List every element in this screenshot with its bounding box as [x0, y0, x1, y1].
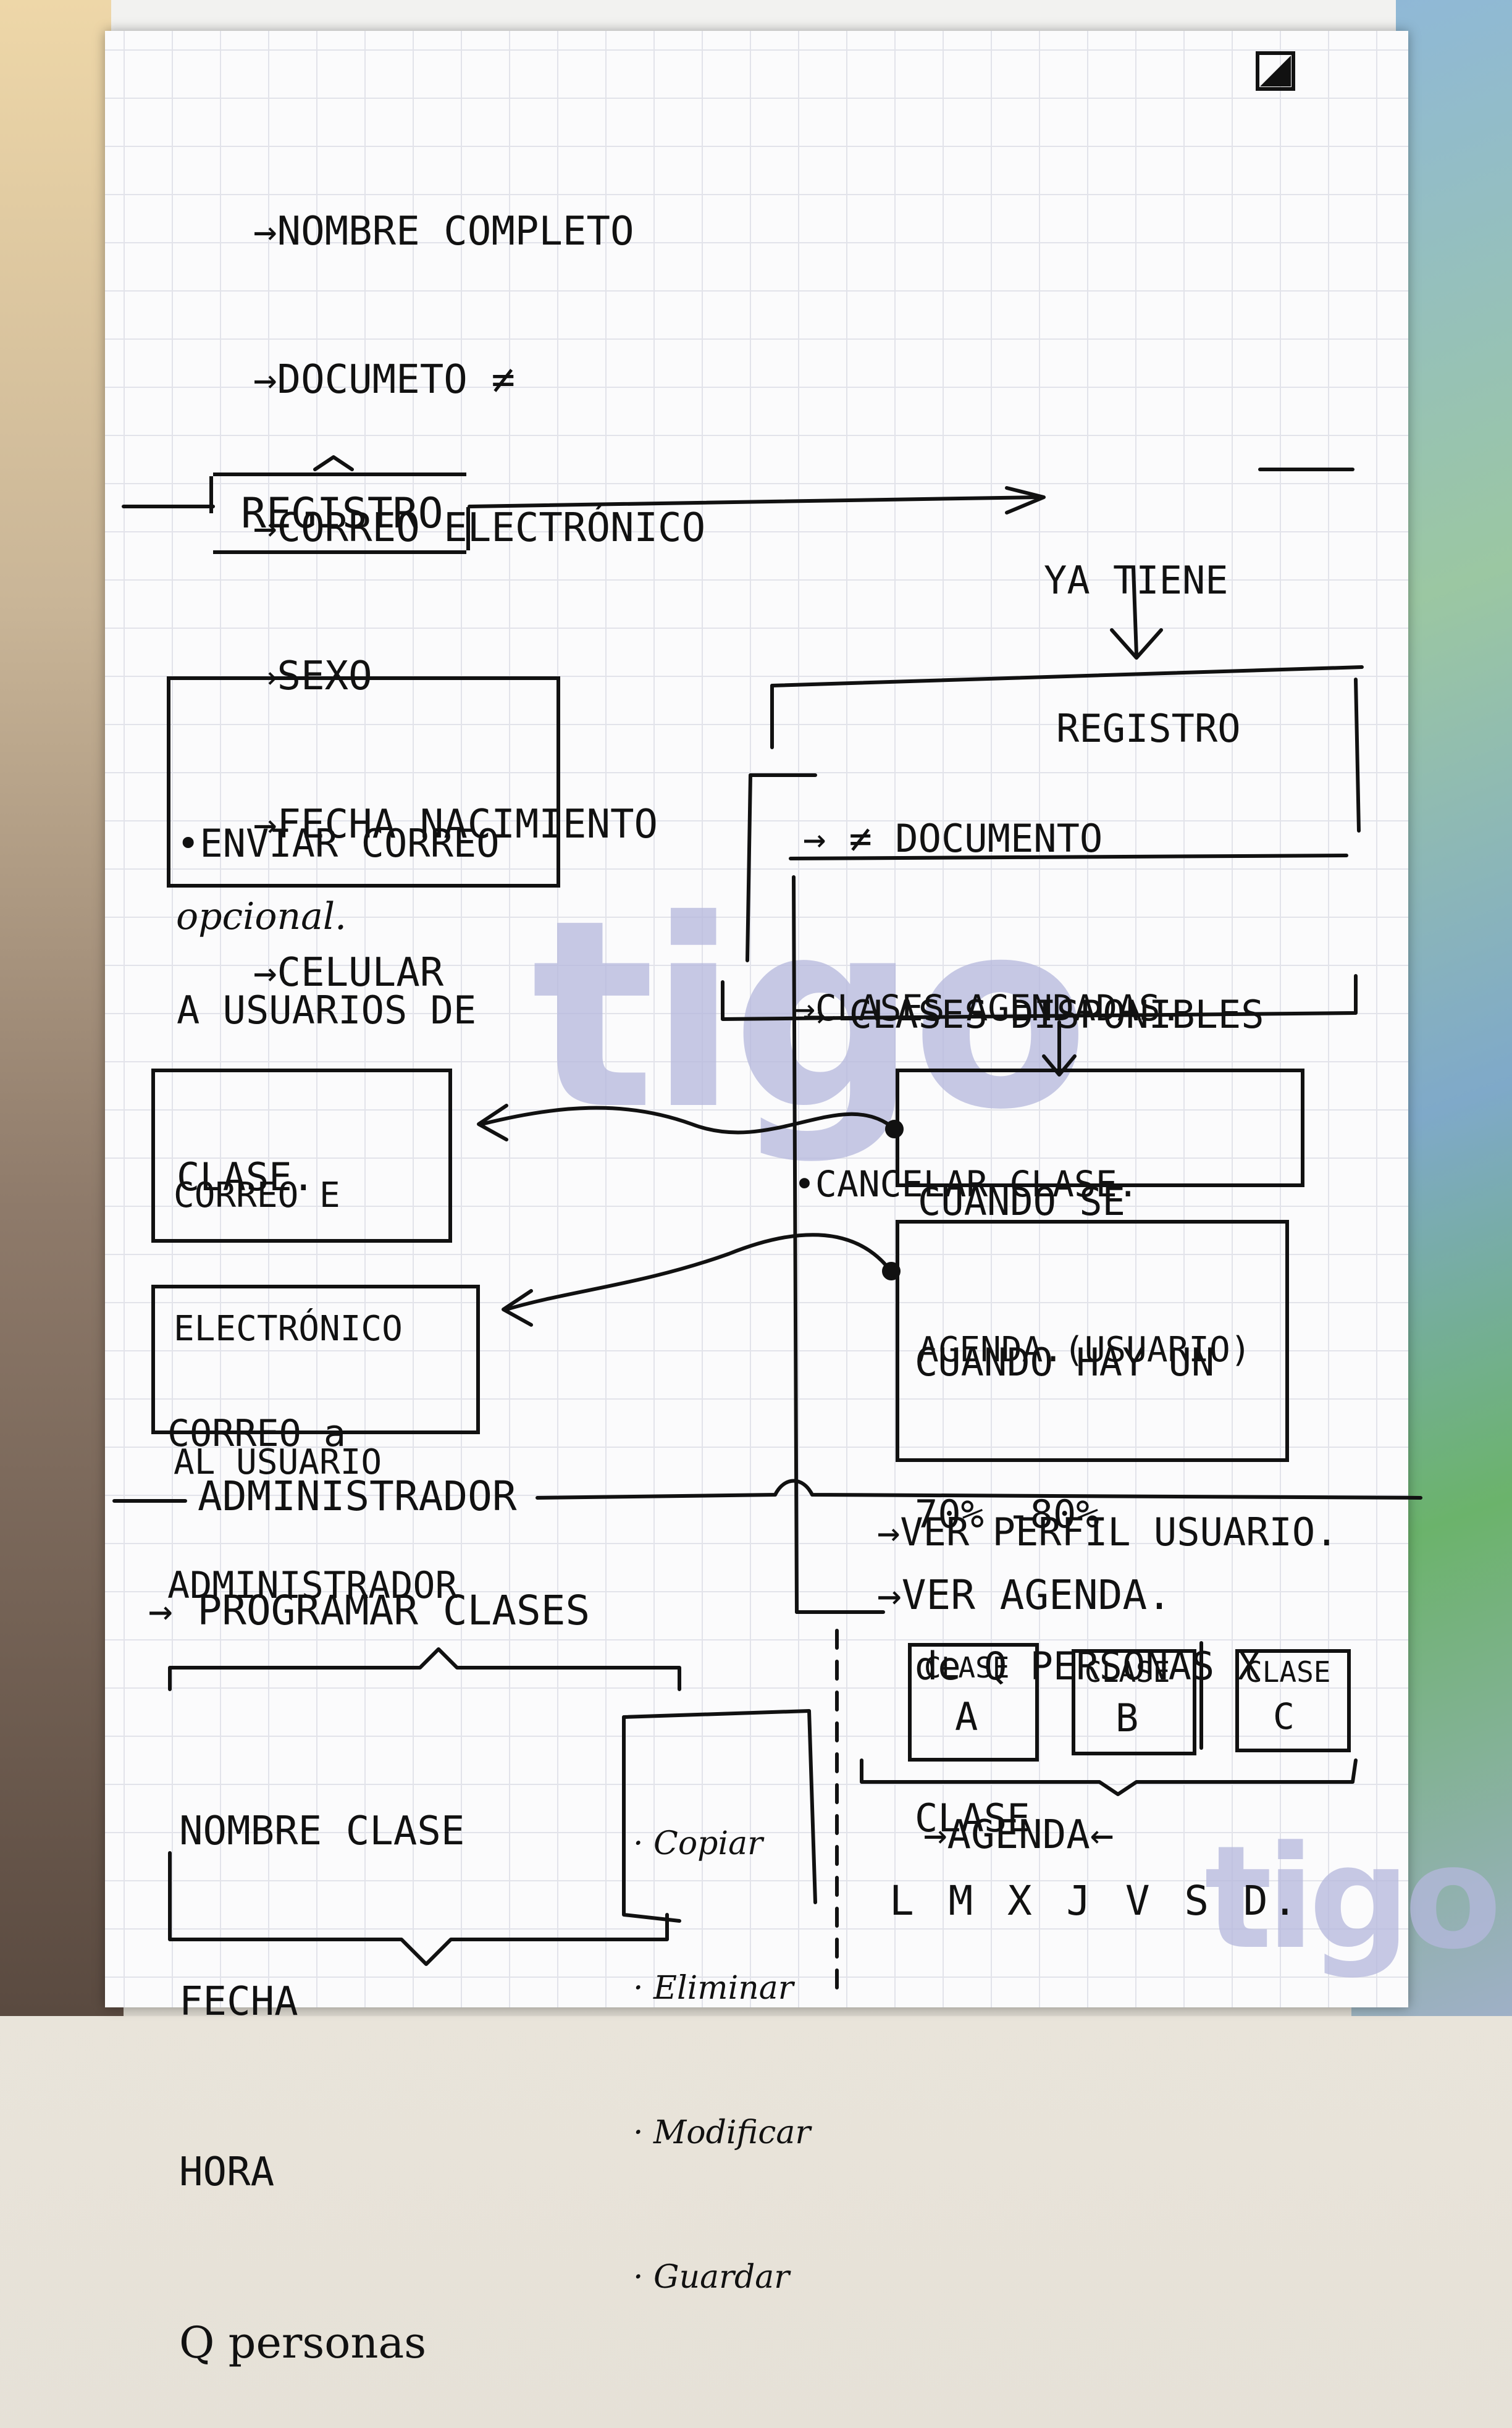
- action-eliminar[interactable]: · Eliminar: [633, 1970, 794, 2007]
- cuando-hay-line4: CLASE: [915, 1796, 1030, 1841]
- action-copiar[interactable]: · Copiar: [633, 1825, 763, 1862]
- cuando-hay-box: CUANDO HAY UN 70% -80% de Q PERSONAS X C…: [896, 1220, 1289, 1841]
- user-menu-items: → ≠ DOCUMENTO → CLASES DISPONIBLES: [803, 692, 1264, 1103]
- watermark-corner: tigo: [1204, 1816, 1502, 1981]
- field-hora-clase[interactable]: HORA: [179, 2149, 275, 2195]
- correo-usuario-line3: AL USUARIO: [174, 1442, 382, 1482]
- enviar-line2: A USUARIOS DE: [177, 988, 477, 1033]
- agenda-label: →AGENDA←: [923, 1812, 1114, 1858]
- field-documento: →DOCUMETO ≠: [253, 357, 515, 403]
- clase-c-box[interactable]: CLASE C: [1235, 1649, 1351, 1752]
- correo-usuario-box: CORREO E ELECTRÓNICO AL USUARIO: [151, 1069, 452, 1482]
- item-clases-disponibles[interactable]: → CLASES DISPONIBLES: [803, 992, 1264, 1037]
- clase-a-label: CLASE: [924, 1651, 1010, 1684]
- enviar-correo-text: •ENVIAR CORREO A USUARIOS DE CLASE.: [177, 705, 500, 1316]
- cuando-agenda-line2: AGENDA.(USUARIO): [918, 1330, 1251, 1370]
- cuando-hay-line1: CUANDO HAY UN: [915, 1340, 1215, 1385]
- item-documento[interactable]: → ≠ DOCUMENTO: [803, 816, 1103, 861]
- correo-admin-line2: ADMINISTRADOR: [167, 1564, 458, 1607]
- programar-fields: NOMBRE CLASE FECHA HORA Q personas: [179, 1689, 464, 2428]
- field-nombre-clase[interactable]: NOMBRE CLASE: [179, 1808, 465, 1854]
- programar-actions: · Copiar · Eliminar · Modificar · Guarda…: [633, 1723, 810, 2350]
- field-fecha-clase[interactable]: FECHA: [179, 1979, 298, 2025]
- enviar-correo-box: •ENVIAR CORREO A USUARIOS DE CLASE.: [167, 676, 560, 1199]
- correo-admin-line1: CORREO a: [167, 1412, 346, 1455]
- field-celular: →CELULAR: [253, 950, 444, 996]
- action-guardar[interactable]: · Guardar: [633, 2259, 790, 2296]
- correo-usuario-line2: ELECTRÓNICO: [174, 1309, 403, 1349]
- programar-clases-title[interactable]: → PROGRAMAR CLASES: [148, 1587, 590, 1634]
- enviar-line3: CLASE.: [177, 1154, 315, 1199]
- clase-b-letter: B: [1115, 1695, 1139, 1741]
- ya-tiene-line2: REGISTRO: [1056, 706, 1241, 751]
- correo-admin-box: CORREO a ADMINISTRADOR: [151, 1285, 480, 1607]
- ya-tiene-line1: YA TIENE: [1044, 558, 1228, 603]
- action-modificar[interactable]: · Modificar: [633, 2114, 811, 2151]
- registro-box[interactable]: REGISTRO: [209, 473, 470, 554]
- field-correo: →CORREO ELECTRÓNICO: [253, 505, 706, 551]
- clase-c-letter: C: [1273, 1695, 1295, 1737]
- cuando-agenda-text: CUANDO SE AGENDA.(USUARIO): [918, 1078, 1251, 1474]
- cuando-hay-line2: 70% -80%: [915, 1492, 1099, 1537]
- clase-a-box[interactable]: CLASE A: [908, 1643, 1039, 1762]
- registration-fields-list: →NOMBRE COMPLETO →DOCUMETO ≠ →CORREO ELE…: [253, 108, 705, 1047]
- opcional-note: opcional.: [176, 895, 347, 938]
- ver-agenda[interactable]: →VER AGENDA.: [877, 1571, 1172, 1619]
- registro-label: REGISTRO: [241, 489, 443, 538]
- cuando-agenda-line1: CUANDO SE: [918, 1179, 1125, 1224]
- clase-a-letter: A: [955, 1694, 978, 1739]
- administrador-label: ADMINISTRADOR: [198, 1472, 517, 1520]
- item-clases-agendadas[interactable]: →CLASES AGENDADAS.: [794, 987, 1182, 1029]
- agenda-days[interactable]: L M X J V S D.: [889, 1877, 1303, 1925]
- clase-b-label: CLASE: [1085, 1655, 1170, 1689]
- field-fecha: →FECHA NACIMIENTO: [253, 802, 658, 847]
- correo-admin-text: CORREO a ADMINISTRADOR: [167, 1307, 458, 1712]
- background-left: [0, 0, 124, 2016]
- cuando-agenda-box: CUANDO SE AGENDA.(USUARIO): [896, 1069, 1304, 1370]
- correo-usuario-text: CORREO E ELECTRÓNICO AL USUARIO: [174, 1085, 403, 1574]
- correo-usuario-line1: CORREO E: [174, 1175, 340, 1216]
- clase-c-label: CLASE: [1245, 1655, 1331, 1689]
- field-q-personas[interactable]: Q personas: [179, 2317, 427, 2368]
- clase-b-box[interactable]: CLASE B: [1072, 1649, 1196, 1755]
- enviar-line1: •ENVIAR CORREO: [177, 821, 500, 866]
- checkbox-icon: [1256, 51, 1295, 91]
- field-nombre: →NOMBRE COMPLETO: [253, 209, 634, 254]
- ya-tiene-registro-text: YA TIENE REGISTRO: [1044, 457, 1241, 803]
- ver-perfil-usuario[interactable]: →VER PERFIL USUARIO.: [877, 1510, 1338, 1555]
